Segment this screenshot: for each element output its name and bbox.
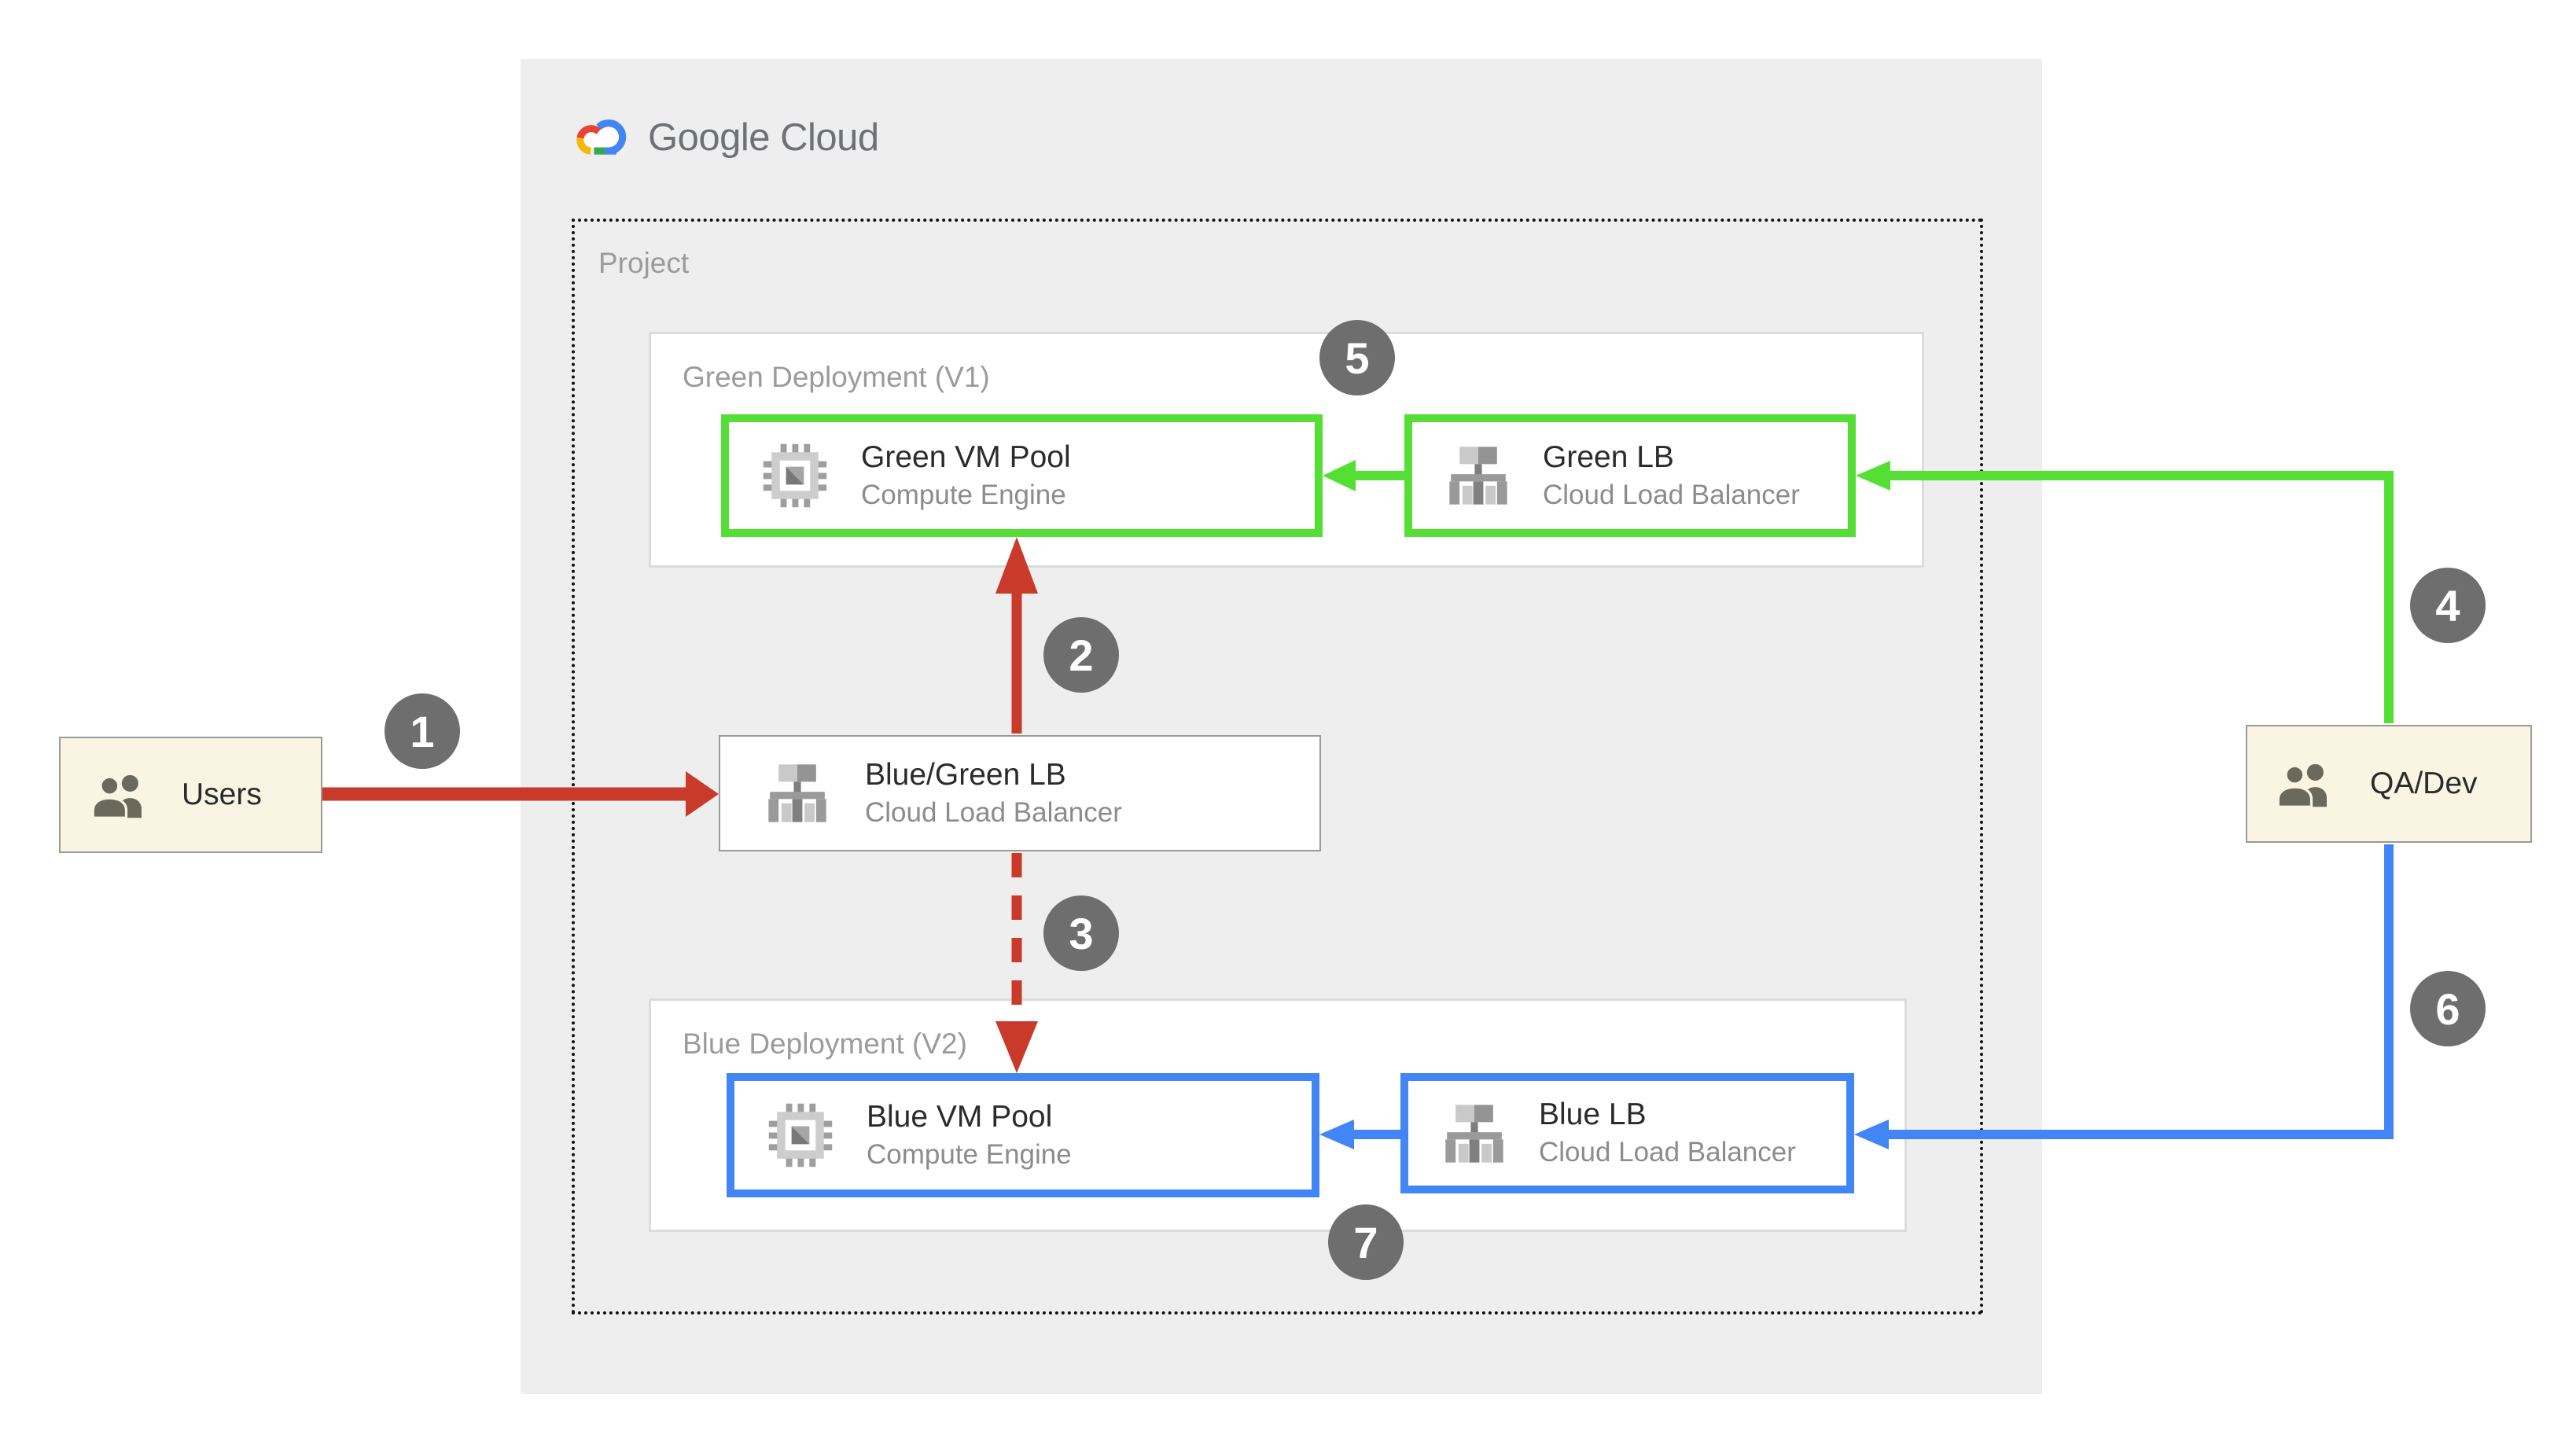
compute-engine-icon (768, 1103, 833, 1167)
node-bluegreen-lb: Blue/Green LB Cloud Load Balancer (719, 735, 1321, 851)
node-title: Blue LB (1539, 1098, 1647, 1132)
google-cloud-logo: Google Cloud (574, 112, 879, 163)
step-badge-1: 1 (385, 693, 460, 769)
node-green-lb: Green LB Cloud Load Balancer (1404, 414, 1856, 537)
google-cloud-logo-text: Google Cloud (648, 116, 879, 159)
node-title: QA/Dev (2370, 767, 2478, 800)
compute-engine-icon (763, 443, 827, 508)
node-title: Users (182, 778, 262, 811)
node-title: Green LB (1543, 439, 1674, 474)
people-icon (2276, 763, 2327, 808)
node-qa-dev: QA/Dev (2246, 725, 2532, 843)
green-deployment-label: Green Deployment (V1) (683, 361, 990, 393)
step-badge-2: 2 (1043, 617, 1119, 693)
load-balancer-icon (1449, 447, 1507, 505)
google-cloud-cloud-icon (576, 119, 627, 155)
project-boundary: Project (572, 219, 1983, 1314)
node-subtitle: Cloud Load Balancer (1539, 1137, 1796, 1168)
node-subtitle: Cloud Load Balancer (865, 796, 1122, 828)
node-users: Users (59, 737, 322, 853)
step-badge-3: 3 (1043, 895, 1119, 971)
step-badge-4: 4 (2410, 568, 2486, 643)
step-badge-7: 7 (1328, 1204, 1404, 1280)
people-icon (91, 774, 142, 819)
step-badge-6: 6 (2410, 971, 2486, 1046)
node-subtitle: Cloud Load Balancer (1543, 479, 1800, 510)
node-blue-lb: Blue LB Cloud Load Balancer (1400, 1073, 1854, 1193)
blue-deployment-label: Blue Deployment (V2) (683, 1028, 967, 1060)
node-subtitle: Compute Engine (861, 479, 1066, 510)
node-title: Blue VM Pool (867, 1099, 1053, 1134)
node-title: Green VM Pool (861, 439, 1071, 474)
node-subtitle: Compute Engine (867, 1138, 1072, 1170)
project-label: Project (598, 247, 690, 279)
node-green-vm-pool: Green VM Pool Compute Engine (721, 414, 1323, 537)
node-blue-vm-pool: Blue VM Pool Compute Engine (727, 1073, 1319, 1197)
step-badge-5: 5 (1319, 320, 1395, 395)
load-balancer-icon (1445, 1104, 1503, 1163)
node-title: Blue/Green LB (865, 757, 1066, 792)
load-balancer-icon (768, 764, 826, 822)
